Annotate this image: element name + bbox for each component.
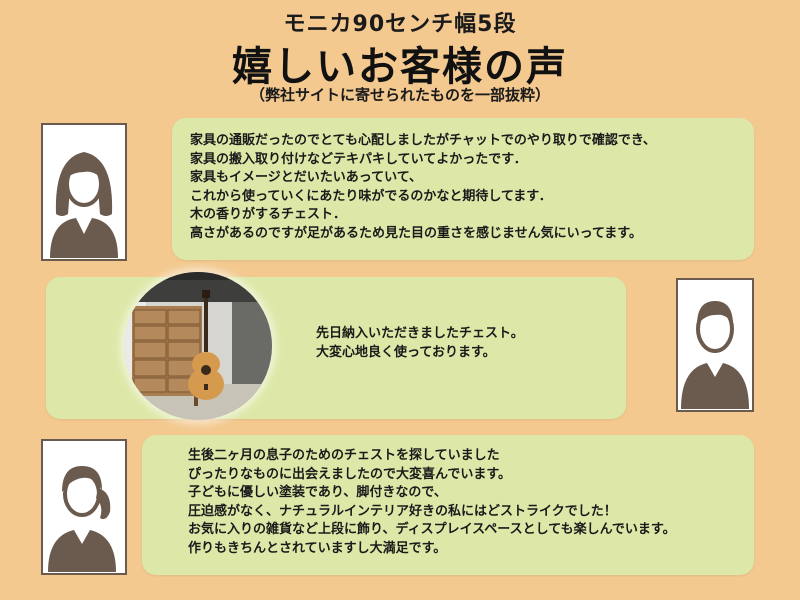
woman-avatar-icon: [40, 122, 128, 262]
review-card-3: 生後二ヶ月の息子のためのチェストを探していました ぴったりなものに出会えましたの…: [142, 435, 754, 575]
man-avatar-icon: [675, 277, 755, 413]
chest-and-guitar-photo: [124, 272, 272, 420]
review-card-1: 家具の通販だったのでとても心配しましたがチャットでのやり取りで確認でき、 家具の…: [172, 118, 754, 260]
review-text-2: 先日納入いただきましたチェスト。 大変心地良く使っております。: [316, 326, 524, 360]
page-subtitle: モニカ90センチ幅5段: [283, 12, 517, 37]
review-text-3: 生後二ヶ月の息子のためのチェストを探していました ぴったりなものに出会えましたの…: [188, 448, 676, 556]
review-text-1: 家具の通販だったのでとても心配しましたがチャットでのやり取りで確認でき、 家具の…: [190, 133, 656, 241]
woman-ponytail-avatar-icon: [40, 438, 128, 576]
page-title: 嬉しいお客様の声: [232, 44, 568, 90]
excerpt-note: （弊社サイトに寄せられたものを一部抜粋）: [249, 86, 550, 104]
